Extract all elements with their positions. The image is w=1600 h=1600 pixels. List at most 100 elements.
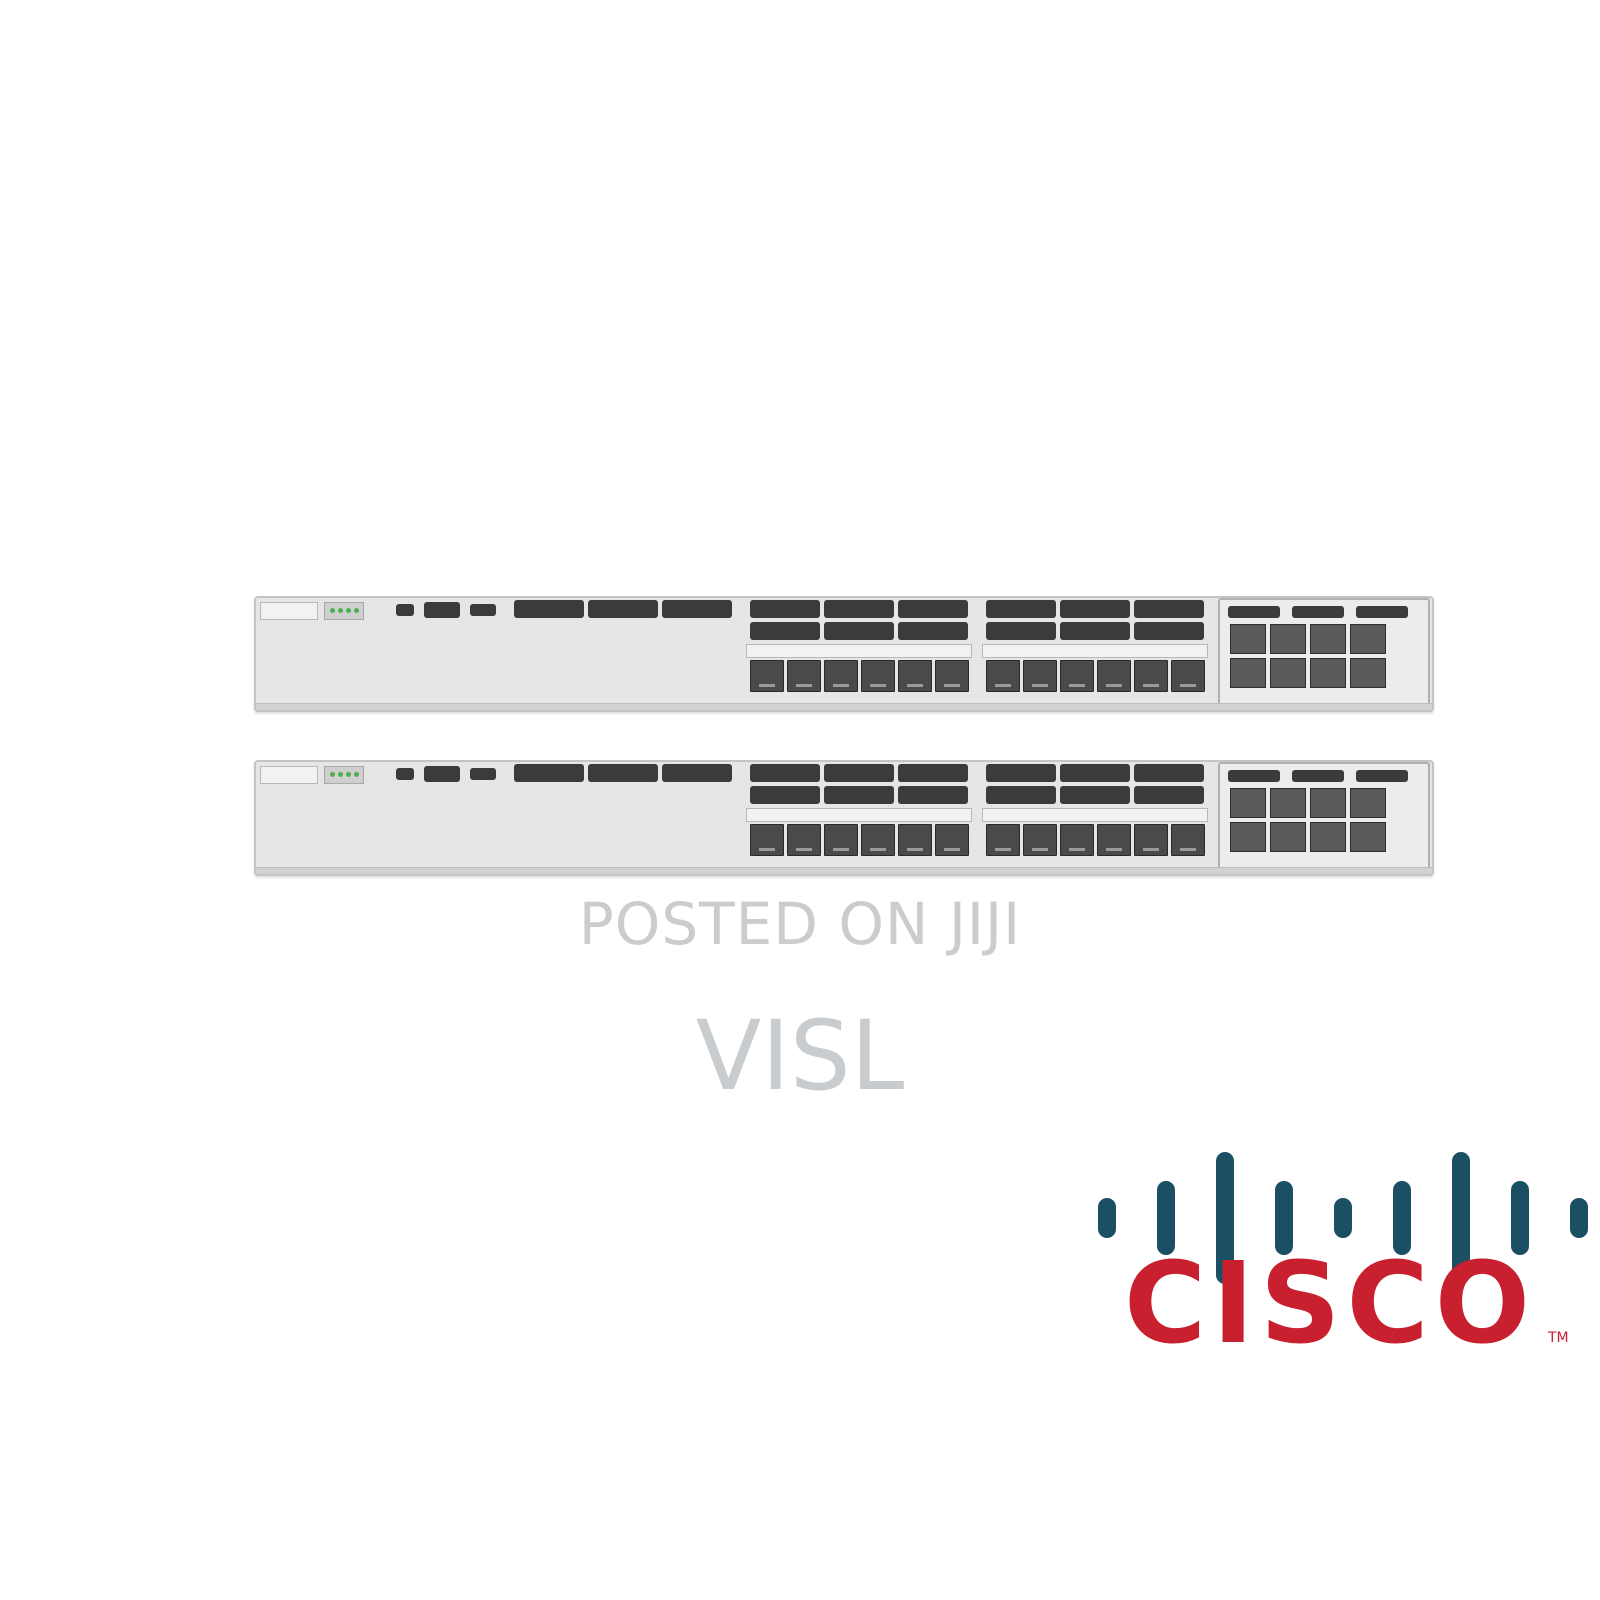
cisco-logo-bar — [1452, 1152, 1470, 1284]
model-label — [260, 602, 318, 620]
status-led — [338, 608, 343, 613]
module-latch — [1356, 770, 1408, 782]
console-port — [424, 602, 460, 618]
uplink-port — [1270, 788, 1306, 818]
status-led — [338, 772, 343, 777]
status-led — [346, 772, 351, 777]
uplink-module-bay — [1218, 762, 1430, 870]
status-led — [354, 772, 359, 777]
port-latch — [824, 764, 894, 782]
sfp-port — [861, 824, 895, 856]
vent-slot — [588, 600, 658, 618]
network-switch-top — [254, 596, 1434, 712]
module-latch — [1228, 606, 1280, 618]
port-latch — [1134, 764, 1204, 782]
uplink-port — [1270, 658, 1306, 688]
port-latch — [1134, 600, 1204, 618]
uplink-port — [1350, 624, 1386, 654]
sfp-port — [1060, 824, 1094, 856]
port-latch — [1060, 600, 1130, 618]
cisco-logo-bar — [1511, 1181, 1529, 1255]
port-latch — [1060, 764, 1130, 782]
uplink-port — [1310, 624, 1346, 654]
port-number-strip — [746, 644, 972, 658]
cisco-logo-bar — [1570, 1198, 1588, 1238]
sfp-port — [898, 660, 932, 692]
vent-slot — [662, 764, 732, 782]
cisco-logo-bar — [1098, 1198, 1116, 1238]
sfp-port — [1023, 660, 1057, 692]
port-number-strip — [982, 808, 1208, 822]
vent-slot — [514, 600, 584, 618]
cisco-logo: CISCO TM — [1098, 1100, 1598, 1380]
port-number-strip — [982, 644, 1208, 658]
cisco-logo-bar — [1334, 1198, 1352, 1238]
port-latch — [898, 600, 968, 618]
vent-slot — [514, 764, 584, 782]
sfp-port — [861, 660, 895, 692]
port-latch — [824, 600, 894, 618]
usb-port — [396, 768, 414, 780]
module-latch — [1292, 770, 1344, 782]
port-latch — [898, 622, 968, 640]
port-latch — [898, 764, 968, 782]
watermark-posted-on-jiji: POSTED ON JIJI — [578, 890, 1022, 958]
sfp-port — [986, 824, 1020, 856]
mgmt-port — [470, 604, 496, 616]
status-led-panel — [324, 766, 364, 784]
port-latch — [824, 622, 894, 640]
uplink-module-bay — [1218, 598, 1430, 706]
status-led — [346, 608, 351, 613]
sfp-port — [898, 824, 932, 856]
module-latch — [1356, 606, 1408, 618]
cisco-logo-bars — [1098, 1152, 1588, 1284]
sfp-port — [935, 824, 969, 856]
uplink-port — [1230, 788, 1266, 818]
sfp-port — [935, 660, 969, 692]
model-label — [260, 766, 318, 784]
status-led — [354, 608, 359, 613]
sfp-port — [1134, 824, 1168, 856]
cisco-logo-bar — [1216, 1152, 1234, 1284]
sfp-port — [1134, 660, 1168, 692]
status-led — [330, 608, 335, 613]
port-latch — [1060, 786, 1130, 804]
uplink-port — [1350, 658, 1386, 688]
uplink-port — [1310, 788, 1346, 818]
port-latch — [750, 600, 820, 618]
port-latch — [750, 622, 820, 640]
cisco-logo-bar — [1393, 1181, 1411, 1255]
mgmt-port — [470, 768, 496, 780]
uplink-port — [1270, 822, 1306, 852]
cisco-logo-text: CISCO — [1124, 1239, 1536, 1369]
cisco-logo-graphic: CISCO TM — [1098, 1152, 1588, 1369]
sfp-port — [986, 660, 1020, 692]
uplink-port — [1230, 624, 1266, 654]
sfp-port — [750, 660, 784, 692]
uplink-port — [1230, 658, 1266, 688]
console-port — [424, 766, 460, 782]
uplink-port — [1350, 788, 1386, 818]
status-led-panel — [324, 602, 364, 620]
port-latch — [898, 786, 968, 804]
uplink-port — [1310, 658, 1346, 688]
sfp-port — [1060, 660, 1094, 692]
cisco-logo-bar — [1157, 1181, 1175, 1255]
module-latch — [1228, 770, 1280, 782]
port-latch — [1060, 622, 1130, 640]
sfp-port — [824, 660, 858, 692]
port-latch — [1134, 786, 1204, 804]
status-led — [330, 772, 335, 777]
sfp-port — [1171, 824, 1205, 856]
cisco-logo-bar — [1275, 1181, 1293, 1255]
sfp-port — [750, 824, 784, 856]
uplink-port — [1230, 822, 1266, 852]
port-latch — [824, 786, 894, 804]
watermark-seller: VISL — [695, 1000, 905, 1112]
trademark-symbol: TM — [1547, 1330, 1569, 1346]
sfp-port — [787, 660, 821, 692]
port-latch — [750, 786, 820, 804]
sfp-port — [1023, 824, 1057, 856]
port-latch — [986, 764, 1056, 782]
port-latch — [986, 600, 1056, 618]
